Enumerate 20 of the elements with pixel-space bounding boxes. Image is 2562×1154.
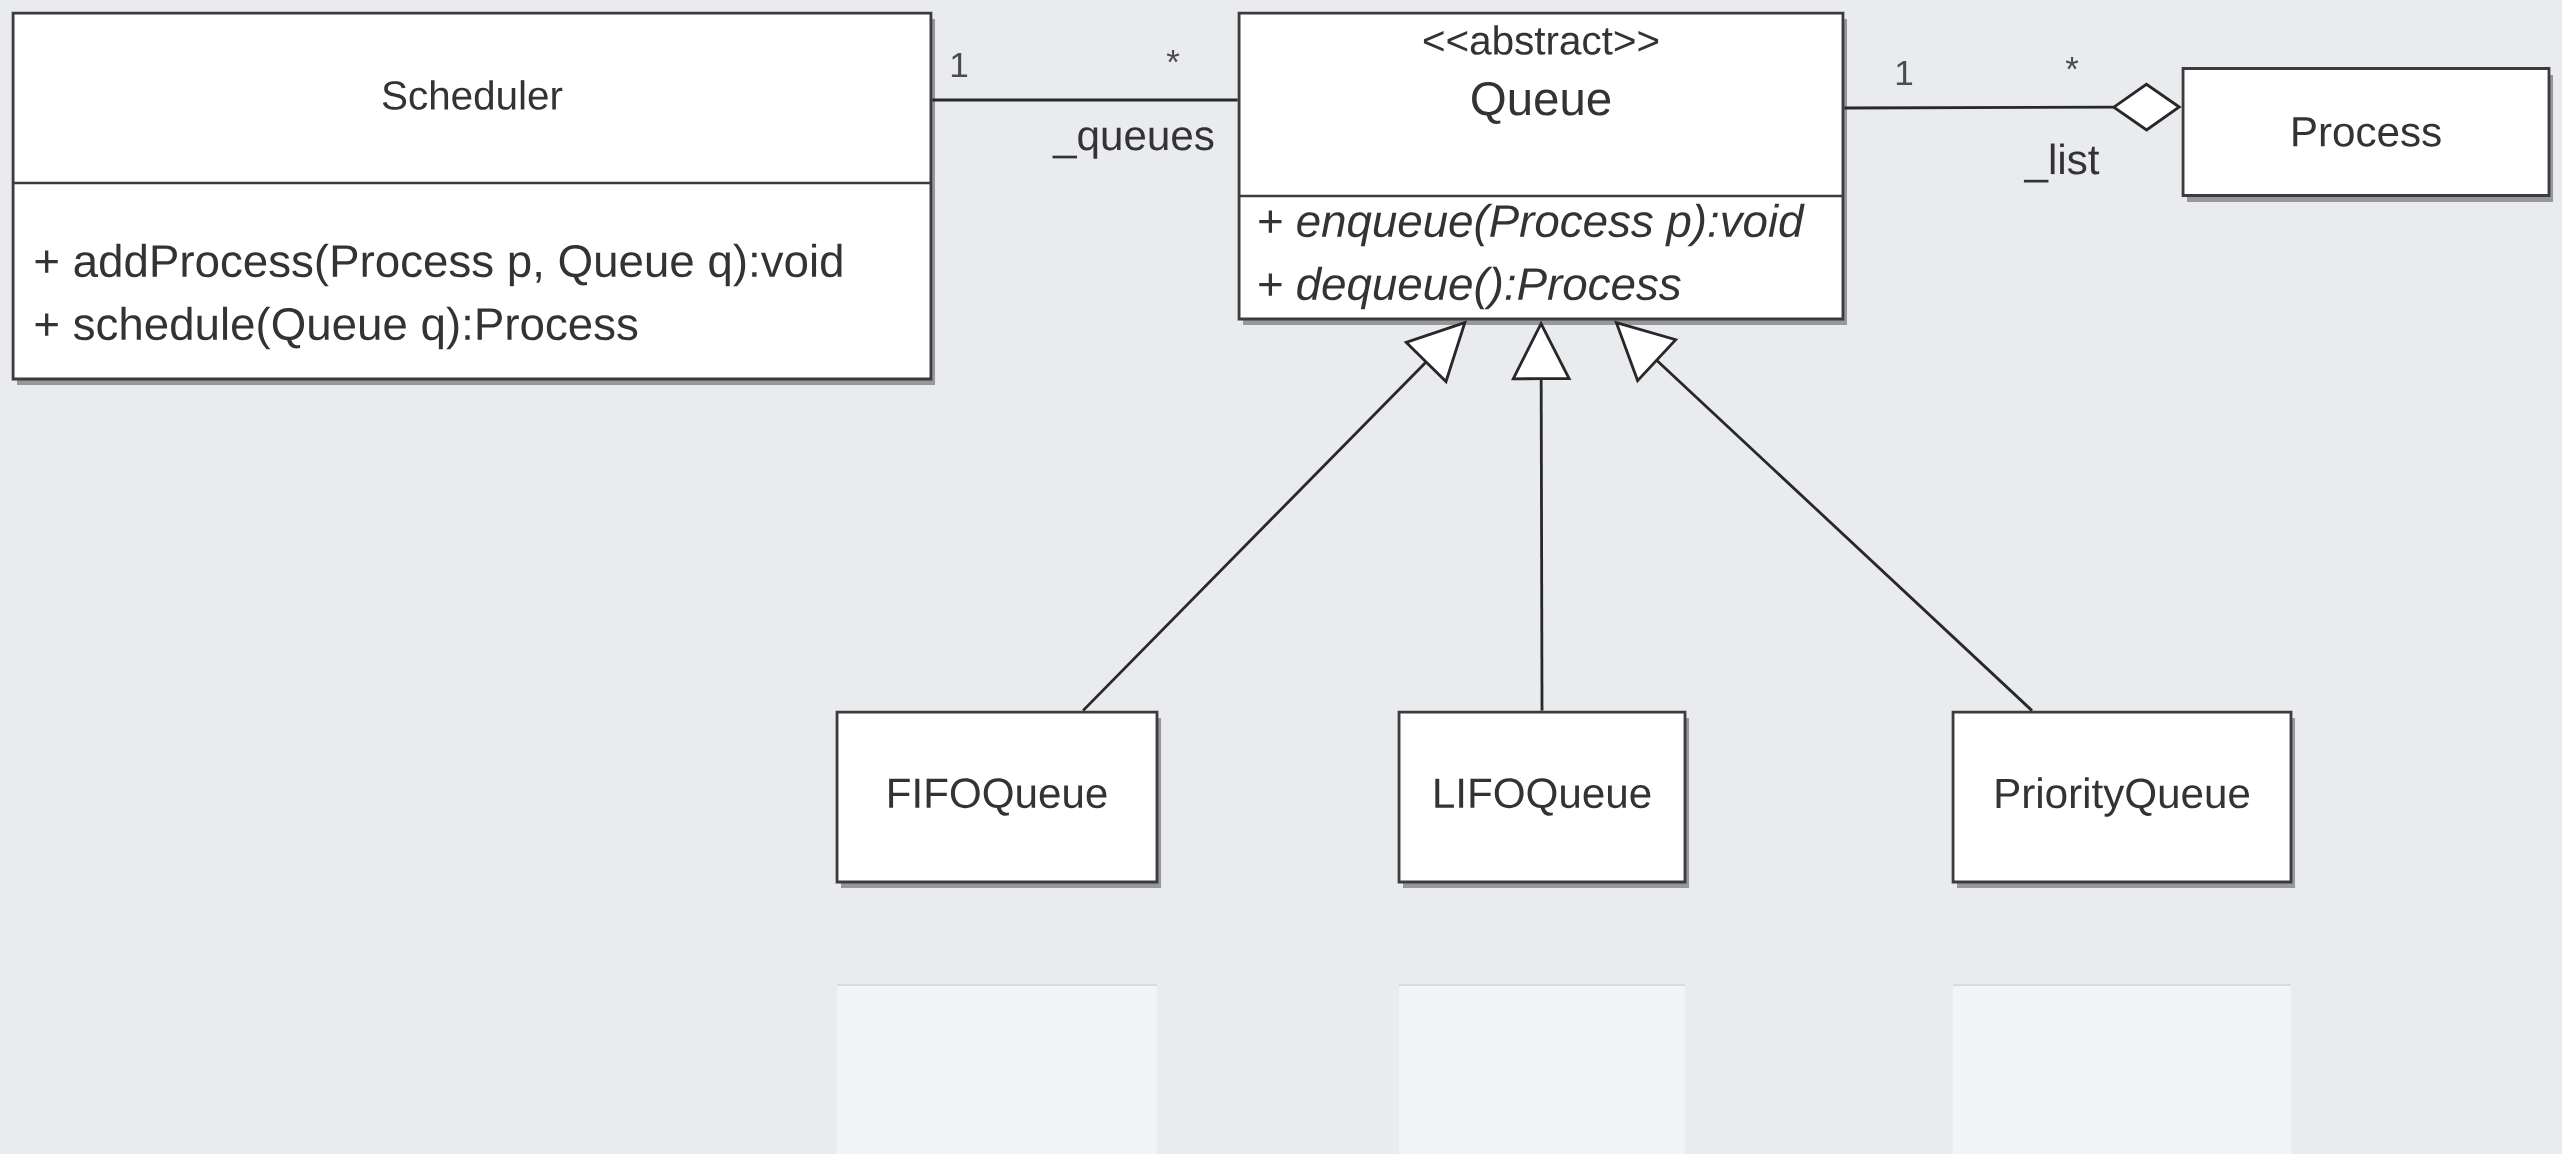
multiplicity: * bbox=[1166, 49, 1180, 63]
method: + schedule(Queue q):Process bbox=[35, 306, 638, 350]
box: LIFOQueue bbox=[1397, 710, 1689, 888]
class-name: Queue bbox=[1472, 81, 1611, 125]
abstract-method: + dequeue():Process bbox=[1259, 266, 1681, 310]
role-name: _list bbox=[2023, 143, 2100, 183]
class-name: Scheduler bbox=[382, 80, 563, 110]
box: FIFOQueue bbox=[835, 710, 1161, 888]
class-box bbox=[1237, 11, 1847, 325]
class-box bbox=[11, 11, 935, 385]
box: Process bbox=[2181, 67, 2554, 202]
abstract-method: + enqueue(Process p):void bbox=[1259, 203, 1805, 247]
multiplicity: 1 bbox=[951, 52, 968, 78]
stereotype: <<abstract>> bbox=[1423, 25, 1659, 55]
role-name: _queues bbox=[1052, 127, 1214, 159]
multiplicity: 1 bbox=[1896, 60, 1913, 86]
multiplicity: * bbox=[2065, 56, 2079, 70]
association-line bbox=[932, 98, 1238, 102]
box: PriorityQueue bbox=[1951, 710, 2296, 888]
method: + addProcess(Process p, Queue q):void bbox=[35, 243, 842, 287]
